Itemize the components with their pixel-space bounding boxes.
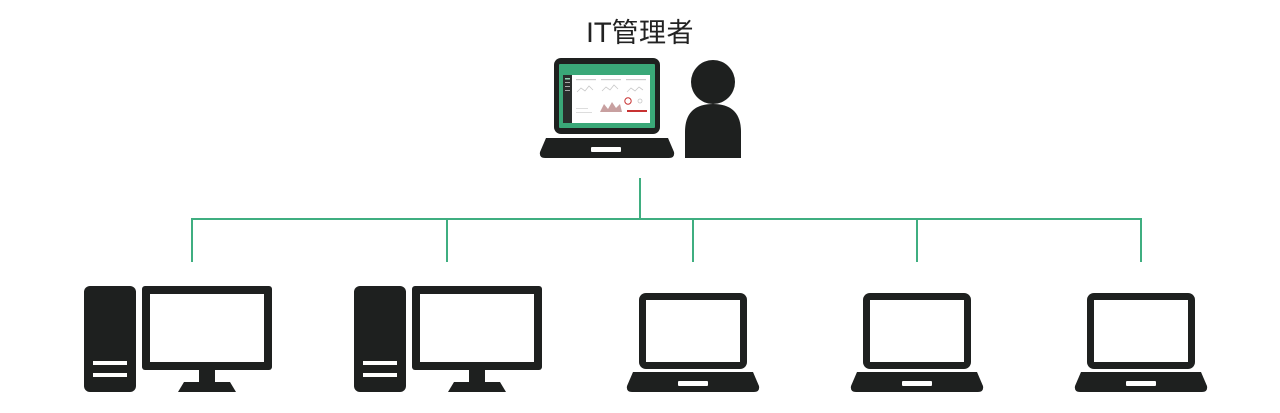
dashboard-screen: [563, 75, 650, 123]
person-icon: [685, 60, 741, 158]
client-desktop-1: [84, 286, 272, 392]
laptop-icon: [850, 293, 984, 392]
client-laptop-2: [850, 293, 984, 392]
monitor-icon: [412, 286, 542, 392]
connector-lines: [191, 178, 1142, 262]
tower-icon: [354, 286, 406, 392]
client-desktop-2: [354, 286, 542, 392]
tower-icon: [84, 286, 136, 392]
admin-laptop-icon: [539, 58, 675, 158]
monitor-icon: [142, 286, 272, 392]
diagram-title: IT管理者: [586, 18, 694, 49]
client-laptop-3: [1074, 293, 1208, 392]
client-laptop-1: [626, 293, 760, 392]
laptop-icon: [626, 293, 760, 392]
laptop-icon: [1074, 293, 1208, 392]
